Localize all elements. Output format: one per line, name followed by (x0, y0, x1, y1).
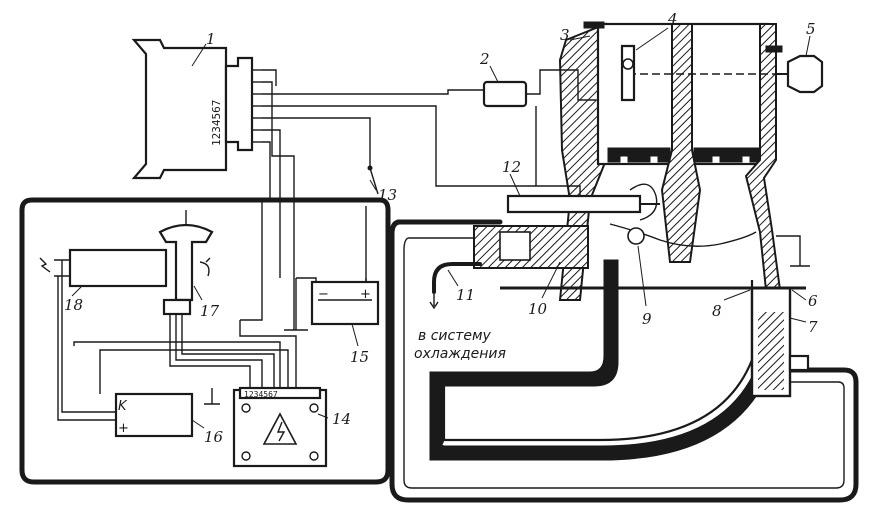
connector-pin-marks (252, 69, 262, 143)
callout-12: 12 (502, 158, 521, 176)
battery-minus-sign: − (318, 287, 329, 302)
blower-body (68, 248, 168, 288)
connector-pin-numbers: 1234567 (210, 100, 223, 146)
central-baffle (660, 23, 702, 263)
flame-sensor-head (627, 227, 645, 245)
callout-14: 14 (332, 410, 351, 428)
sensor-lead (526, 69, 596, 101)
overheat-sensor (482, 80, 528, 108)
block-screw-tl (241, 403, 251, 413)
wire-to-block-a (240, 141, 271, 321)
callout-7: 7 (808, 318, 818, 336)
harness-ground (204, 388, 220, 405)
coil-terminal-plus: + (118, 421, 129, 436)
lightning-icon (276, 421, 286, 442)
burner-cup-right (693, 147, 763, 163)
callout-1: 1 (206, 30, 216, 48)
housing-top-flange (583, 21, 605, 29)
block-screw-bl (241, 451, 251, 461)
fuel-side-port (788, 354, 810, 372)
coil-socket (162, 298, 192, 316)
harness-block (73, 320, 297, 394)
coil-clip (199, 257, 211, 277)
block-screw-tr (309, 403, 319, 413)
wire-switch (262, 117, 371, 168)
fan-hub (622, 58, 634, 70)
coil-terminal-k: K (118, 399, 128, 414)
callout-15: 15 (350, 348, 369, 366)
injector-block (473, 225, 589, 269)
glow-plug (506, 194, 642, 214)
wire-motor (262, 89, 484, 95)
callout-10: 10 (528, 300, 548, 318)
ground-link (776, 235, 810, 267)
coolant-outlet (432, 262, 482, 294)
battery-plus-sign: + (360, 287, 371, 302)
injector-core (499, 231, 531, 261)
fan-motor (786, 54, 824, 94)
switch-contact (367, 165, 373, 171)
callout-18: 18 (64, 296, 83, 314)
wire-battery-plus (262, 129, 281, 278)
wire-sensor (262, 105, 536, 187)
callout-3: 3 (560, 26, 570, 44)
callout-13: 13 (378, 186, 397, 204)
battery-leads (296, 277, 367, 282)
wire-ground (262, 69, 277, 86)
control-unit-connector (224, 56, 254, 152)
callout-11: 11 (456, 286, 475, 304)
coolant-return-hose (389, 219, 859, 503)
burner-cup-left (607, 147, 671, 163)
spark-symbol (39, 257, 51, 273)
coolant-arrow (429, 294, 439, 310)
callout-8: 8 (712, 302, 722, 320)
battery-ground (284, 278, 308, 331)
main-switch (365, 167, 379, 282)
callout-5: 5 (806, 20, 816, 38)
callout-2: 2 (479, 50, 490, 68)
coolant-note-line2: охлаждения (414, 346, 506, 362)
battery (310, 280, 380, 326)
block-screw-br (309, 451, 319, 461)
exhaust-duct-inner (442, 280, 754, 442)
left-enclosure-frame (19, 197, 391, 485)
high-voltage-icon (262, 412, 298, 445)
callout-17: 17 (200, 302, 220, 320)
callout-6: 6 (808, 292, 818, 310)
callout-9: 9 (642, 310, 652, 328)
housing-right-flange (765, 45, 783, 53)
harness-blower (57, 260, 116, 421)
callout-16: 16 (204, 428, 224, 446)
sensor-lead-2 (535, 106, 581, 196)
ignition-unit (158, 223, 214, 302)
leader-lines (71, 27, 811, 429)
coil-box (114, 392, 194, 438)
block-pin-numbers: 1234567 (244, 390, 278, 399)
control-block-terminals (238, 386, 322, 400)
callout-4: 4 (667, 10, 678, 28)
igniter-spring (629, 183, 658, 221)
coolant-note-line1: в систему (418, 328, 492, 344)
control-unit (131, 38, 228, 180)
harness-main (169, 314, 275, 388)
fuel-level (758, 312, 784, 390)
fan-impeller (620, 44, 636, 102)
wire-to-block-b (262, 81, 295, 330)
